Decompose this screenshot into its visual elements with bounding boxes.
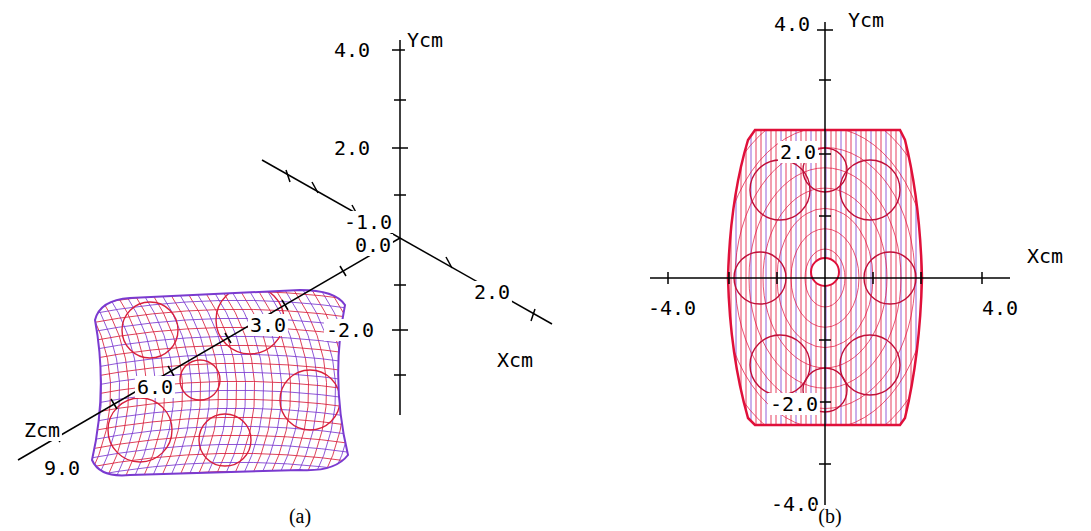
mesh-line bbox=[637, 5, 1013, 531]
mesh-line bbox=[411, 290, 444, 480]
mesh-line bbox=[69, 290, 102, 480]
mesh-line bbox=[456, 290, 489, 480]
tick-label: -2.0 bbox=[768, 393, 820, 415]
mesh-line bbox=[280, 370, 340, 430]
axis-title: Ycm bbox=[405, 29, 445, 51]
mesh-line bbox=[85, 480, 355, 495]
mesh-line bbox=[51, 290, 84, 480]
axis-title: Ycm bbox=[846, 9, 886, 31]
mesh-line bbox=[0, 290, 30, 480]
mesh-line bbox=[609, 0, 1041, 531]
mesh-line bbox=[840, 160, 900, 220]
tick-label: 4.0 bbox=[772, 13, 812, 35]
mesh-line bbox=[199, 414, 251, 466]
mesh-line bbox=[108, 398, 172, 462]
tick-label: 2.0 bbox=[472, 281, 512, 303]
mesh-line bbox=[0, 290, 12, 480]
mesh-line bbox=[420, 290, 453, 480]
mesh-line bbox=[0, 290, 21, 480]
mesh-line bbox=[750, 160, 810, 220]
tick-label: 9.0 bbox=[42, 457, 82, 479]
tick-label: 0.0 bbox=[353, 234, 393, 256]
tick-label: -1.0 bbox=[342, 211, 394, 233]
mesh-line bbox=[447, 290, 480, 480]
tick-label: -4.0 bbox=[769, 493, 821, 515]
mesh-line bbox=[122, 302, 178, 358]
panel-caption: (a) bbox=[287, 505, 313, 527]
tick-label: 4.0 bbox=[980, 297, 1020, 319]
tick-label: 4.0 bbox=[332, 39, 372, 61]
mesh-line bbox=[429, 290, 462, 480]
tick-label: -2.0 bbox=[324, 319, 376, 341]
mesh-line bbox=[438, 290, 471, 480]
mesh-line bbox=[393, 290, 426, 480]
mesh-line bbox=[474, 290, 507, 480]
tick-label: 6.0 bbox=[135, 376, 175, 398]
mesh-line bbox=[750, 335, 810, 395]
mesh-line bbox=[24, 290, 57, 480]
wireframe-outline bbox=[92, 290, 348, 475]
mesh-line bbox=[33, 290, 66, 480]
mesh-line bbox=[60, 290, 93, 480]
mesh-line bbox=[623, 0, 1027, 531]
tick-label: -4.0 bbox=[646, 297, 698, 319]
mesh-line bbox=[840, 335, 900, 395]
tick-label: 2.0 bbox=[332, 137, 372, 159]
axis-title: Xcm bbox=[1025, 245, 1065, 267]
mesh-line bbox=[180, 360, 220, 400]
axis-title: Xcm bbox=[495, 349, 535, 371]
mesh-line bbox=[42, 290, 75, 480]
mesh-line bbox=[921, 125, 922, 430]
mesh-line bbox=[465, 290, 498, 480]
mesh-line bbox=[402, 290, 435, 480]
mesh-line bbox=[483, 290, 516, 480]
mesh-line bbox=[375, 290, 408, 480]
mesh-line bbox=[492, 290, 525, 480]
mesh-line bbox=[0, 290, 3, 480]
tick-label: 2.0 bbox=[778, 141, 818, 163]
axes bbox=[18, 22, 1010, 515]
panel-caption: (b) bbox=[816, 505, 843, 527]
wireframe-mesh bbox=[0, 282, 525, 495]
axis-title: Zcm bbox=[22, 419, 62, 441]
wireframe-mesh bbox=[609, 0, 1041, 531]
tick-label: 3.0 bbox=[248, 314, 288, 336]
mesh-line bbox=[85, 471, 355, 486]
